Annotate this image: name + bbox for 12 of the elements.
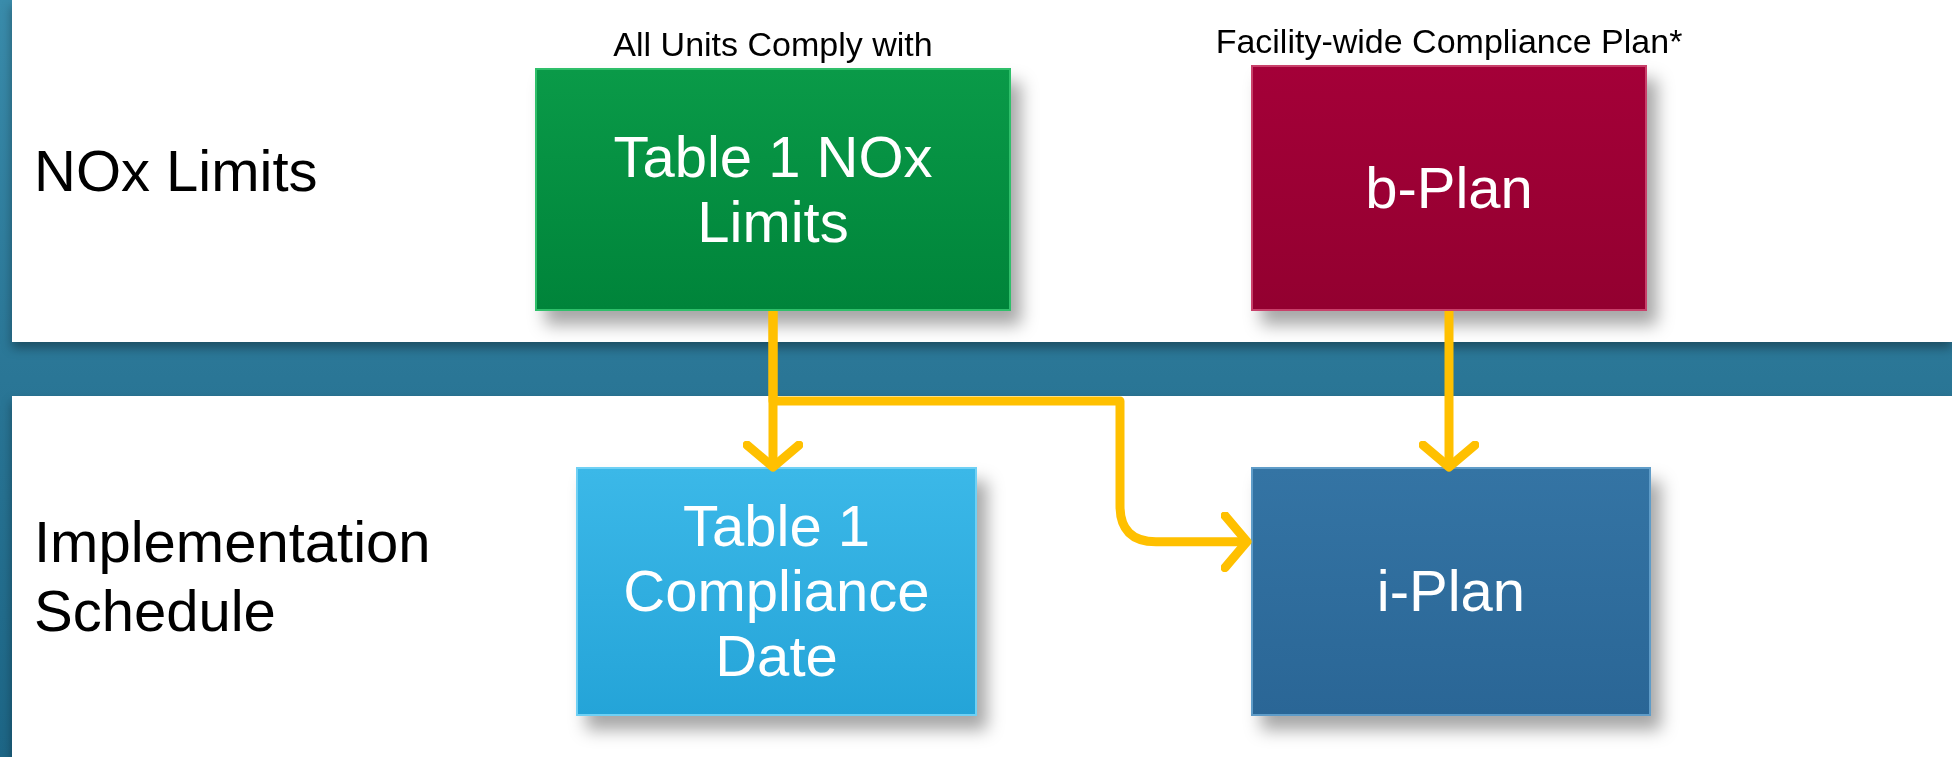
band-panel <box>12 396 1952 757</box>
box-heading: All Units Comply with <box>613 24 933 64</box>
box-heading: Facility-wide Compliance Plan* <box>1215 21 1683 61</box>
row-label: NOx Limits <box>34 137 319 206</box>
band-panel <box>12 0 1952 342</box>
connector-arrow <box>768 311 1252 573</box>
box-label: Table 1 NOx Limits <box>612 124 934 255</box>
row-label: Implementation Schedule <box>34 507 432 646</box>
box-label: i-Plan <box>1376 559 1526 624</box>
connector-arrow <box>1418 311 1480 472</box>
box-label: b-Plan <box>1365 155 1533 221</box>
box-label: Table 1 Compliance Date <box>622 494 931 689</box>
